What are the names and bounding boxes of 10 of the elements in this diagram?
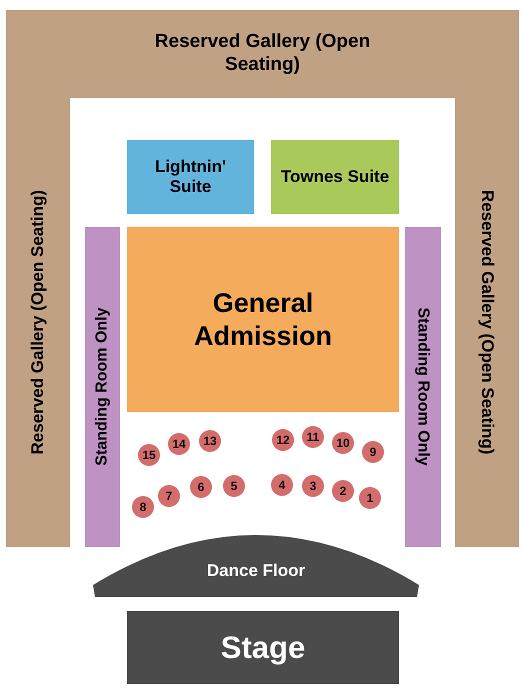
general-admission-section: General Admission [127, 227, 399, 412]
suite-section: Lightnin' Suite [127, 140, 254, 214]
suite-section: Townes Suite [271, 140, 399, 214]
standing-section: Standing Room Only [405, 227, 441, 547]
standing-section: Standing Room Only [85, 227, 120, 547]
gallery-section: Reserved Gallery (Open Seating) [455, 98, 519, 547]
gallery-section: Reserved Gallery (Open Seating) [6, 98, 70, 547]
dance-floor: Dance Floor [92, 535, 420, 597]
stage: Stage [127, 611, 399, 684]
gallery-section: Reserved Gallery (Open Seating) [6, 10, 519, 98]
